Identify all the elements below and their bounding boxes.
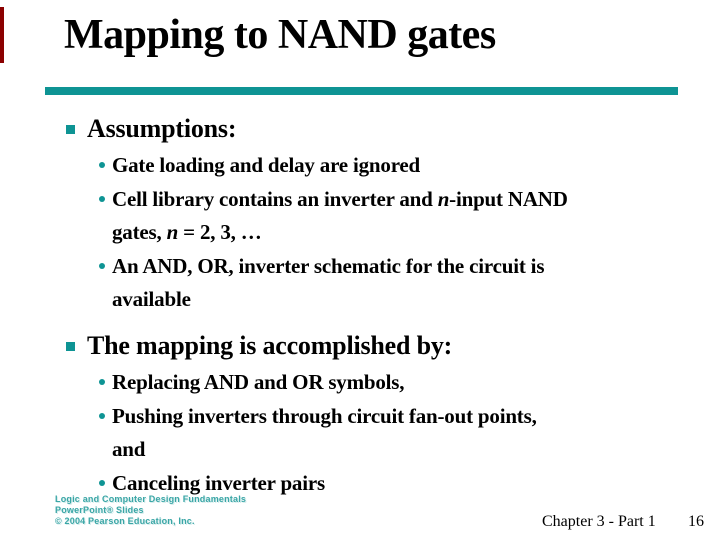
text-run: n	[437, 187, 450, 211]
bullet-text-line: Pushing inverters through circuit fan-ou…	[112, 400, 676, 433]
text-run: Replacing AND and OR symbols,	[112, 370, 405, 394]
text-run: -input NAND	[449, 187, 568, 211]
text-run: Cell library contains an inverter and	[112, 187, 438, 211]
footer-page-number: 16	[688, 513, 704, 530]
logo-line-2: PowerPoint® Slides	[55, 505, 144, 515]
bullet-text: Assumptions:	[87, 111, 676, 147]
text-run: = 2, 3, …	[178, 220, 262, 244]
logo-line-3: © 2004 Pearson Education, Inc.	[55, 516, 195, 526]
text-run: An AND, OR, inverter schematic for the c…	[112, 254, 545, 278]
bullet-round-icon	[99, 480, 105, 486]
text-run: Canceling inverter pairs	[112, 471, 325, 495]
page-title: Mapping to NAND gates	[64, 12, 496, 58]
bullet-text: Canceling inverter pairs	[112, 467, 676, 500]
text-run: gates,	[112, 220, 167, 244]
text-run: n	[166, 220, 179, 244]
bullet-text-line: available	[112, 283, 676, 316]
bullet-text-line: Gate loading and delay are ignored	[112, 149, 676, 182]
bullet-square-icon	[66, 342, 75, 351]
bullet-text-line: The mapping is accomplished by:	[87, 328, 676, 364]
bullet-text: Gate loading and delay are ignored	[112, 149, 676, 182]
bullet-text: Cell library contains an inverter and n-…	[112, 183, 676, 249]
bullet-item: Replacing AND and OR symbols,	[99, 366, 676, 399]
text-run: Gate loading and delay are ignored	[112, 153, 421, 177]
text-run: and	[112, 437, 146, 461]
bullet-item: Pushing inverters through circuit fan-ou…	[99, 400, 676, 466]
bullet-list: Assumptions: Gate loading and delay are i…	[66, 109, 676, 501]
bullet-round-icon	[99, 263, 105, 269]
text-run: Pushing inverters through circuit fan-ou…	[112, 404, 537, 428]
bullet-text-line: and	[112, 433, 676, 466]
bullet-text-line: gates, n = 2, 3, …	[112, 216, 676, 249]
bullet-round-icon	[99, 196, 105, 202]
powerpoint-logo: Logic and Computer Design Fundamentals P…	[55, 494, 246, 527]
bullet-item: Canceling inverter pairs	[99, 467, 676, 500]
bullet-text-line: Cell library contains an inverter and n-…	[112, 183, 676, 216]
bullet-round-icon	[99, 379, 105, 385]
bullet-item: Gate loading and delay are ignored	[99, 149, 676, 182]
bullet-text-line: Assumptions:	[87, 111, 676, 147]
bullet-round-icon	[99, 162, 105, 168]
bullet-text-line: Canceling inverter pairs	[112, 467, 676, 500]
bullet-text-line: An AND, OR, inverter schematic for the c…	[112, 250, 676, 283]
text-run: available	[112, 287, 191, 311]
logo-line-1: Logic and Computer Design Fundamentals	[55, 494, 247, 504]
bullet-item: An AND, OR, inverter schematic for the c…	[99, 250, 676, 316]
bullet-text-line: Replacing AND and OR symbols,	[112, 366, 676, 399]
bullet-round-icon	[99, 413, 105, 419]
text-run: Assumptions:	[87, 114, 237, 143]
bullet-item: The mapping is accomplished by:	[66, 328, 676, 364]
footer-chapter-label: Chapter 3 - Part 1	[542, 513, 656, 530]
bullet-text: The mapping is accomplished by:	[87, 328, 676, 364]
bullet-item: Cell library contains an inverter and n-…	[99, 183, 676, 249]
bullet-item: Assumptions:	[66, 111, 676, 147]
red-accent-bar	[0, 7, 4, 63]
bullet-text: Replacing AND and OR symbols,	[112, 366, 676, 399]
text-run: The mapping is accomplished by:	[87, 331, 453, 360]
bullet-text: An AND, OR, inverter schematic for the c…	[112, 250, 676, 316]
bullet-square-icon	[66, 125, 75, 134]
title-rule-divider	[45, 87, 678, 95]
bullet-text: Pushing inverters through circuit fan-ou…	[112, 400, 676, 466]
